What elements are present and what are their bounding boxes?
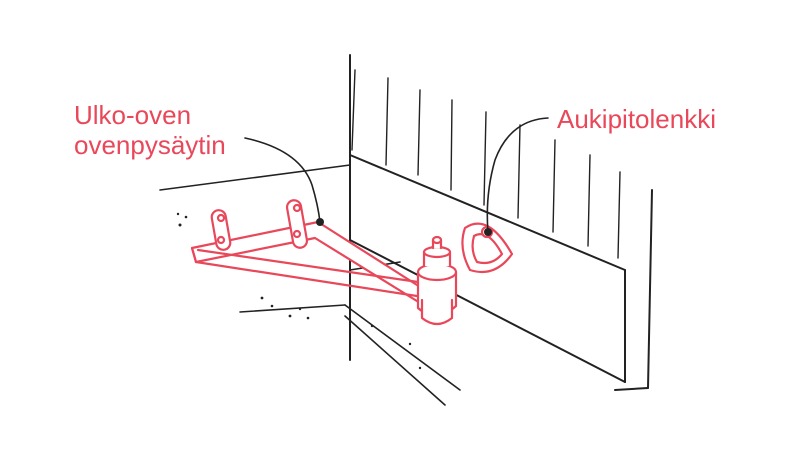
leader-lines (244, 117, 549, 233)
door-stopper-arm (190, 199, 434, 308)
stopper-label-line-1: Ulko-oven (74, 100, 192, 130)
door (349, 54, 653, 391)
stopper-label-line-2: ovenpysäytin (74, 130, 226, 160)
dust-marks (176, 212, 422, 370)
stopper-label: Ulko-oven ovenpysäytin (74, 100, 226, 160)
leader-dot-left (316, 218, 324, 226)
leader-dot-right (484, 228, 492, 236)
stopper-knob (416, 235, 458, 326)
loop-label: Aukipitolenkki (557, 104, 716, 134)
